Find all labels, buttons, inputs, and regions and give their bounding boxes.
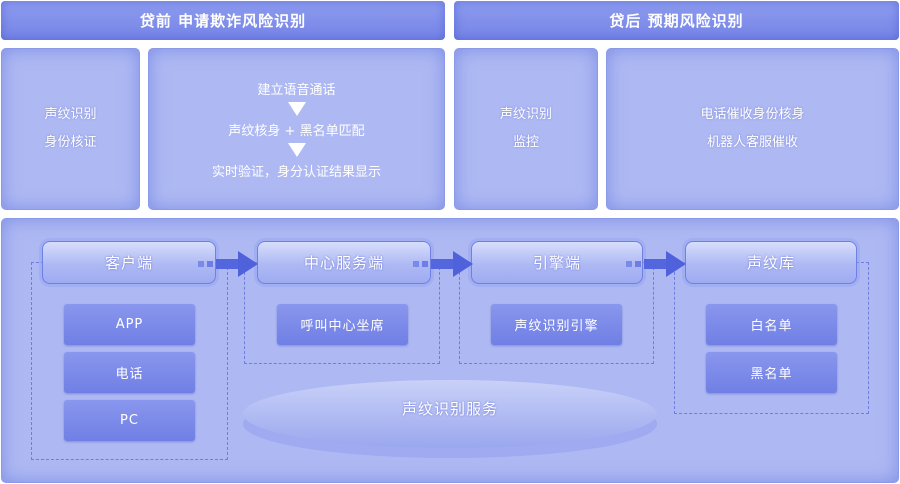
card-line-1: 声纹识别 xyxy=(44,107,97,122)
flow-step-establish-call: 建立语音通话 xyxy=(257,82,336,98)
item-label: 声纹识别引擎 xyxy=(514,319,599,334)
voiceprint-library-node: 声纹库 xyxy=(685,241,857,284)
item-label: PC xyxy=(120,413,139,428)
center-server-node: 中心服务端 xyxy=(257,241,431,284)
whitelist-item: 白名单 xyxy=(706,304,837,345)
node-label: 客户端 xyxy=(104,254,153,272)
platform-ellipse xyxy=(243,380,657,458)
voiceprint-monitor-card: 声纹识别 监控 xyxy=(454,48,598,210)
post-loan-title: 贷后 预期风险识别 xyxy=(609,12,744,30)
item-label: 白名单 xyxy=(750,319,793,334)
pre-loan-title: 贷前 申请欺诈风险识别 xyxy=(139,12,307,30)
item-label: 电话 xyxy=(115,367,144,382)
card-line-2: 监控 xyxy=(512,135,539,150)
card-line-1: 声纹识别 xyxy=(499,107,552,122)
call-center-agent-item: 呼叫中心坐席 xyxy=(277,304,408,345)
flow-step-realtime-verify: 实时验证，身分认证结果显示 xyxy=(211,164,381,180)
collection-card: 电话催收身份核身 机器人客服催收 xyxy=(606,48,899,210)
card-line-2: 身份核证 xyxy=(44,135,97,150)
arrow-right-icon xyxy=(413,251,473,277)
engine-node: 引擎端 xyxy=(471,241,643,284)
client-item-phone: 电话 xyxy=(64,352,195,393)
platform-label: 声纹识别服务 xyxy=(401,400,498,418)
pre-loan-flow-card: 建立语音通话 声纹核身 + 黑名单匹配 实时验证，身分认证结果显示 xyxy=(148,48,445,210)
pre-loan-title-bar: 贷前 申请欺诈风险识别 xyxy=(1,1,445,40)
node-label: 引擎端 xyxy=(532,254,581,272)
flow-step-voiceprint-match: 声纹核身 + 黑名单匹配 xyxy=(228,123,365,139)
client-node: 客户端 xyxy=(42,241,216,284)
client-item-app: APP xyxy=(64,304,195,345)
node-label: 声纹库 xyxy=(746,254,795,272)
voiceprint-engine-item: 声纹识别引擎 xyxy=(491,304,622,345)
card-line-1: 电话催收身份核身 xyxy=(700,107,805,122)
down-arrow-icon xyxy=(287,142,306,157)
card-line-2: 机器人客服催收 xyxy=(706,135,798,150)
item-label: 黑名单 xyxy=(750,367,793,382)
down-arrow-icon xyxy=(287,101,306,116)
node-label: 中心服务端 xyxy=(303,254,384,272)
arrow-right-icon xyxy=(198,251,258,277)
blacklist-item: 黑名单 xyxy=(706,352,837,393)
client-item-pc: PC xyxy=(64,400,195,441)
post-loan-title-bar: 贷后 预期风险识别 xyxy=(454,1,899,40)
item-label: APP xyxy=(115,317,144,332)
arrow-right-icon xyxy=(626,251,686,277)
voiceprint-identity-card: 声纹识别 身份核证 xyxy=(1,48,140,210)
item-label: 呼叫中心坐席 xyxy=(300,319,385,334)
